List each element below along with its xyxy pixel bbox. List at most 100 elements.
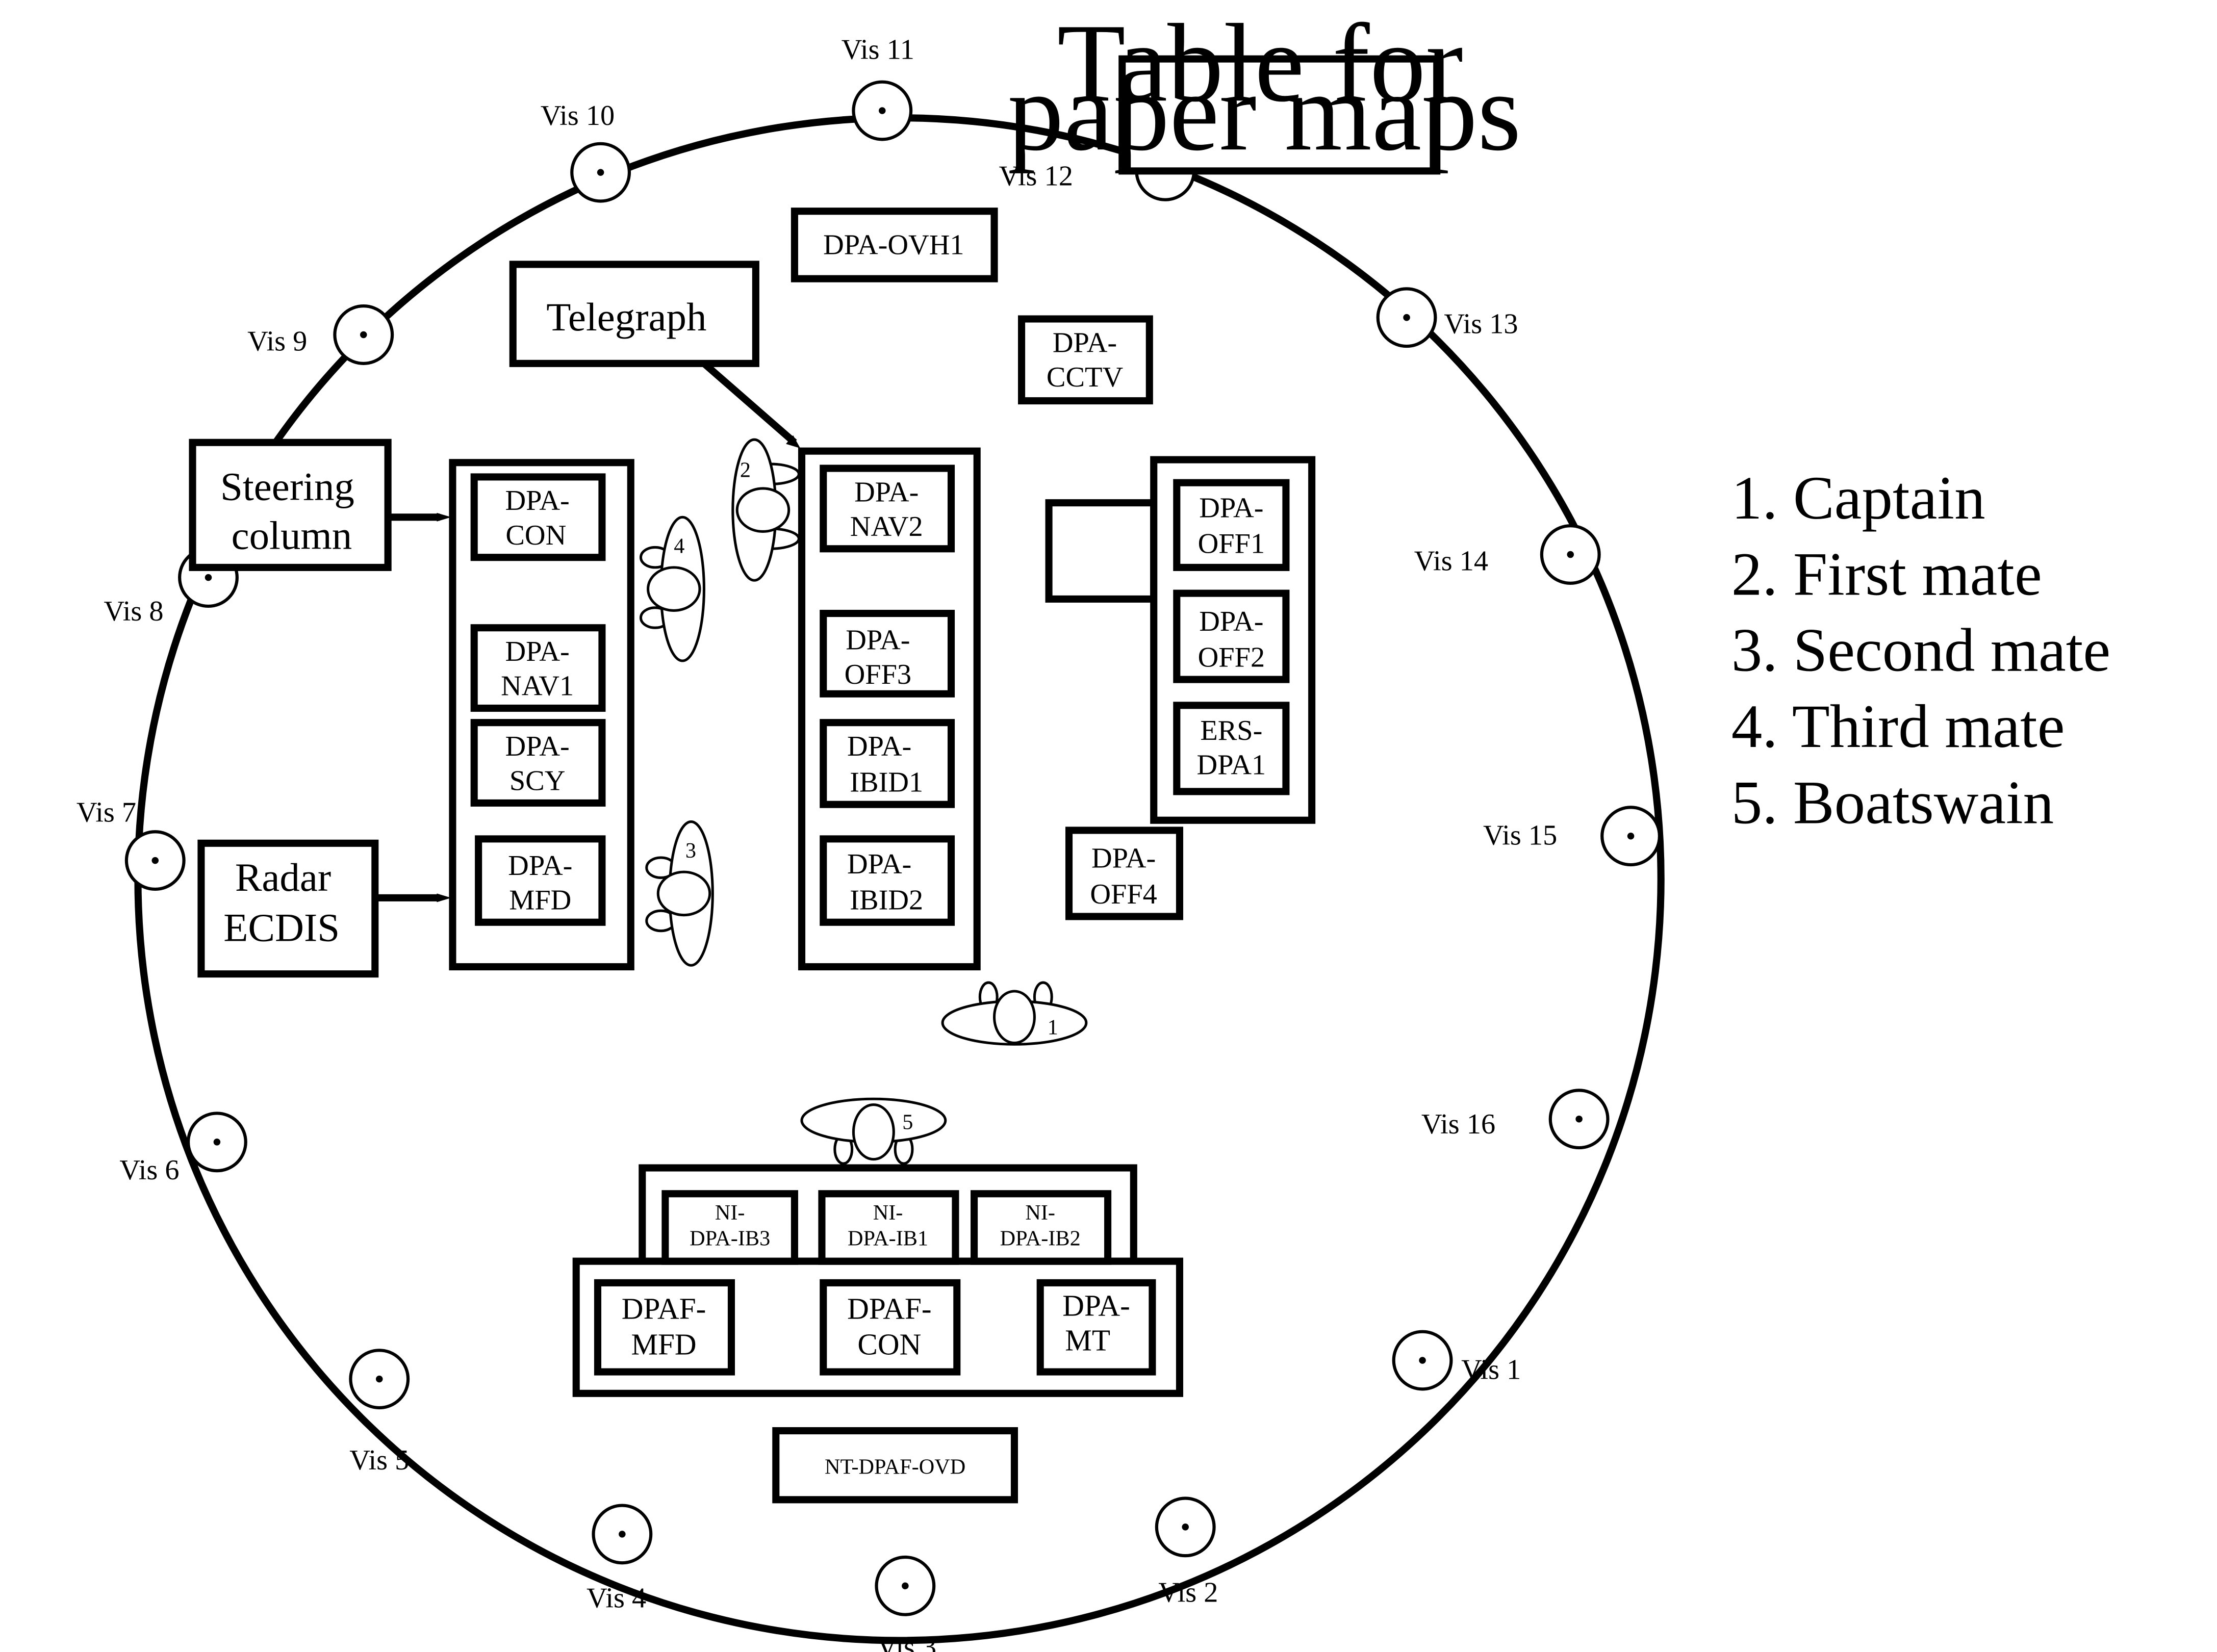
vis-11-point: Vis 11 — [842, 34, 914, 141]
dpa-mfd-line-1: DPA- — [508, 850, 572, 882]
steering-column: Steering column — [189, 438, 451, 571]
vis-1-label: Vis 1 — [1461, 1354, 1521, 1386]
ers-dpa1-line-2: DPA1 — [1197, 750, 1266, 781]
vis-3-point: Vis 3 — [875, 1555, 936, 1652]
person-1-captain: 1 — [941, 981, 1088, 1046]
dpa-ibid2-line-2: IBID2 — [850, 884, 923, 916]
dpa-ibid1-line-2: IBID1 — [850, 766, 923, 798]
vis-15-point: Vis 15 — [1483, 806, 1662, 867]
legend-item-first-mate: 2. First mate — [1731, 540, 2042, 608]
vis-15-center-dot — [1627, 832, 1635, 840]
person-4-third-mate: 4 — [639, 515, 705, 662]
vis-11-label: Vis 11 — [842, 34, 914, 66]
vis-14-center-dot — [1567, 551, 1574, 558]
vis-5-point: Vis 5 — [349, 1349, 410, 1476]
dpa-cctv-line-1: DPA- — [1053, 327, 1117, 358]
dpa-mfd-line-2: MFD — [509, 884, 571, 916]
crew-legend: 1. Captain 2. First mate 3. Second mate … — [1731, 464, 2110, 837]
dpa-off3-line-2: OFF3 — [845, 659, 912, 690]
radar-line-2: ECDIS — [223, 906, 340, 950]
dpa-scy-line-1: DPA- — [505, 731, 570, 762]
legend-item-third-mate: 4. Third mate — [1731, 692, 2065, 761]
dpaf-mfd-line-2: MFD — [631, 1328, 696, 1361]
vis-9-center-dot — [360, 331, 367, 339]
person-1-number: 1 — [1048, 1015, 1058, 1039]
visibility-points: Vis 1 Vis 2 Vis 3 Vis 4 Vis 5 Vis 6 Vis 7 Vis 8… — [77, 34, 1662, 1652]
steering-line-2: column — [232, 513, 352, 558]
ni-dpa-ib2-line-1: NI- — [1025, 1201, 1055, 1225]
vis-3-label: Vis 3 — [877, 1631, 936, 1652]
vis-8-center-dot — [205, 574, 212, 581]
vis-6-center-dot — [213, 1139, 221, 1146]
vis-10-label: Vis 10 — [541, 100, 615, 132]
vis-4-point: Vis 4 — [587, 1504, 653, 1614]
telegraph-arrow — [701, 360, 797, 446]
nt-dpaf-ovd-box: NT-DPAF-OVD — [772, 1427, 1018, 1504]
dpa-nav2-line-2: NAV2 — [850, 511, 923, 543]
dpa-off4-box: DPA- OFF4 — [1065, 827, 1183, 920]
dpa-con-line-2: CON — [505, 520, 566, 551]
vis-8-label: Vis 8 — [104, 596, 163, 627]
ers-dpa1-line-1: ERS- — [1200, 715, 1262, 746]
dpa-scy-line-2: SCY — [509, 765, 566, 797]
dpaf-con-line-2: CON — [857, 1328, 921, 1361]
telegraph-label: Telegraph — [546, 295, 706, 340]
person-2-number: 2 — [740, 458, 751, 482]
vis-13-point: Vis 13 — [1376, 287, 1518, 348]
dpa-mt-line-2: MT — [1065, 1323, 1110, 1357]
ni-dpa-ib1-line-1: NI- — [873, 1201, 903, 1225]
dpa-nav1-line-2: NAV1 — [501, 670, 574, 702]
right-console: DPA- OFF1 DPA- OFF2 ERS- DPA1 — [1045, 456, 1316, 824]
ni-dpa-ib2-line-2: DPA-IB2 — [1000, 1227, 1081, 1251]
vis-4-center-dot — [619, 1531, 626, 1538]
vis-15-label: Vis 15 — [1483, 820, 1557, 851]
radar-ecdis: Radar ECDIS — [197, 839, 451, 978]
dpa-nav1-line-1: DPA- — [505, 636, 570, 667]
dpa-off1-line-2: OFF1 — [1198, 528, 1265, 560]
vis-10-point: Vis 10 — [541, 100, 631, 203]
vis-4-label: Vis 4 — [587, 1583, 646, 1614]
person-5-boatswain: 5 — [800, 1097, 947, 1165]
vis-1-center-dot — [1419, 1357, 1426, 1364]
vis-6-label: Vis 6 — [119, 1154, 179, 1186]
table-maps-line-1: Table for — [1057, 1, 1463, 125]
vis-2-center-dot — [1182, 1524, 1189, 1531]
person-5-number: 5 — [902, 1110, 913, 1134]
vis-2-point: Vis 2 — [1155, 1496, 1218, 1608]
dpa-off1-line-1: DPA- — [1199, 492, 1263, 524]
vis-13-center-dot — [1403, 314, 1410, 321]
person-4-number: 4 — [674, 534, 684, 558]
vis-7-label: Vis 7 — [77, 797, 136, 829]
person-3-number: 3 — [685, 839, 696, 863]
dpa-ovh1-box: DPA-OVH1 — [791, 208, 998, 282]
vis-16-label: Vis 16 — [1421, 1108, 1495, 1140]
middle-console: DPA- NAV2 DPA- OFF3 DPA- IBID1 DPA- IBID… — [798, 447, 981, 971]
legend-item-captain: 1. Captain — [1731, 464, 1985, 532]
ni-dpa-ib3-line-2: DPA-IB3 — [690, 1227, 770, 1251]
vis-6-point: Vis 6 — [119, 1112, 247, 1186]
dpaf-con-line-1: DPAF- — [847, 1292, 932, 1325]
ni-dpa-ib1-line-2: DPA-IB1 — [848, 1227, 928, 1251]
dpa-ibid1-line-1: DPA- — [847, 731, 911, 762]
legend-item-boatswain: 5. Boatswain — [1731, 768, 2054, 837]
vis-16-center-dot — [1575, 1115, 1583, 1123]
dpa-off4-line-1: DPA- — [1091, 843, 1156, 874]
person-3-second-mate: 3 — [645, 820, 714, 967]
person-2-first-mate: 2 — [731, 438, 800, 582]
vis-7-center-dot — [151, 857, 159, 864]
vis-9-point: Vis 9 — [247, 304, 394, 365]
dpa-off4-line-2: OFF4 — [1090, 879, 1157, 910]
dpa-con-line-1: DPA- — [505, 485, 570, 517]
table-maps-line-2: paper maps — [1008, 49, 1521, 174]
dpa-mt-line-1: DPA- — [1062, 1289, 1130, 1323]
table-paper-maps: Table for paper maps — [1008, 1, 1521, 175]
vis-11-center-dot — [879, 107, 886, 114]
vis-3-center-dot — [902, 1582, 909, 1590]
dpa-off3-line-1: DPA- — [846, 624, 910, 656]
dpa-ibid2-line-1: DPA- — [847, 848, 911, 880]
dpa-cctv-box: DPA- CCTV — [1018, 315, 1153, 405]
vis-13-label: Vis 13 — [1444, 308, 1518, 340]
vis-9-label: Vis 9 — [247, 325, 307, 357]
vis-1-point: Vis 1 — [1392, 1330, 1521, 1391]
